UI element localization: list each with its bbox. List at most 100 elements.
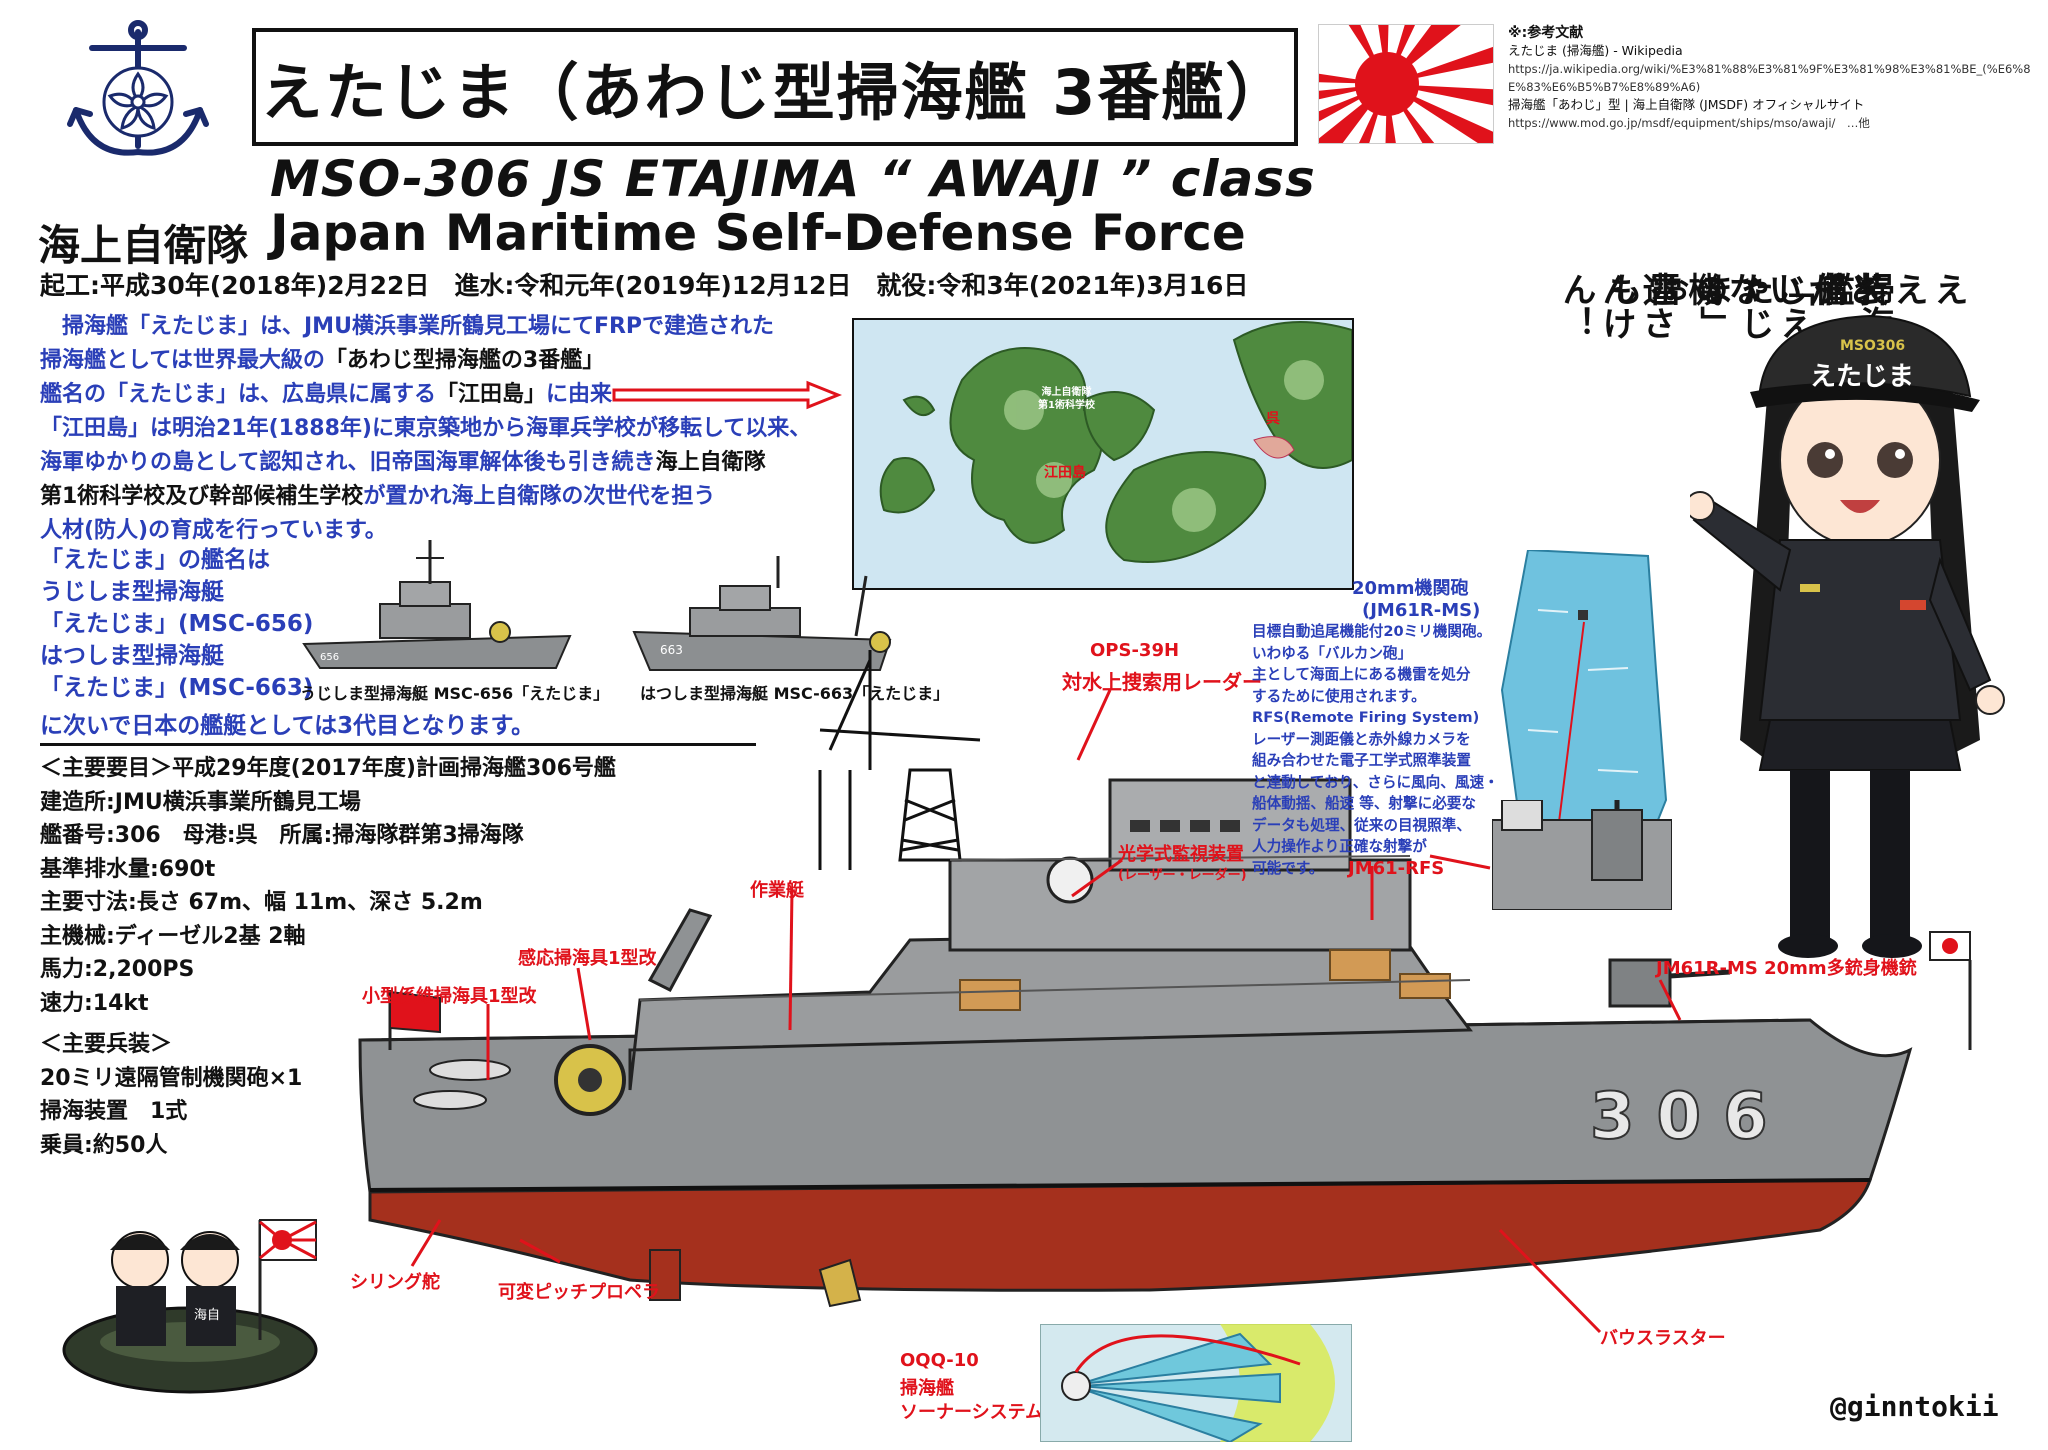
references-heading: ※:参考文献 (1508, 25, 1584, 41)
weapons-heading: ＜主要兵装＞ (40, 1032, 173, 1057)
callout-optical-sub: (レーザー・レーダー) (1118, 868, 1247, 883)
intro-line: 海軍ゆかりの島として認知され、旧帝国海軍解体後も引き続き (40, 450, 656, 475)
intro-line: 艦名の「えたじま」は、広島県に属する (40, 382, 437, 407)
map-label-kure: 呉 (1266, 411, 1280, 427)
subtitle: MSO-306 JS ETAJIMA “ AWAJI ” class (270, 150, 1316, 208)
pred-line: うじしま型掃海艇 (40, 579, 224, 605)
ship-msc663-illustration: 663 (630, 556, 930, 674)
arrow-right-icon (612, 380, 843, 414)
predecessors: 「えたじま」の艦名は うじしま型掃海艇 「えたじま」(MSC-656) はつしま… (40, 544, 313, 704)
anchor-emblem-icon (62, 18, 214, 168)
speech-line: 「えたじま」 (1694, 272, 1814, 340)
callout-propeller: 可変ピッチプロペラ (498, 1282, 660, 1303)
ship-msc663-caption: はつしま型掃海艇 MSC-663「えたじま」 (640, 684, 950, 703)
intro-line: 掃海艦「えたじま」は、JMU横浜事業所鶴見工場にてFRPで建造された (40, 314, 775, 339)
callout-rudder: シリング舵 (350, 1272, 440, 1293)
gun-note-title: 20mm機関砲 (1352, 578, 1469, 599)
pred-line: 「えたじま」の艦名は (40, 547, 270, 573)
spec-speed: 速力:14kt (40, 990, 149, 1016)
pred-line: に次いで日本の艦艇としては3代目となります。 (40, 713, 535, 739)
references: ※:参考文献 えたじま (掃海艦) - Wikipedia https://ja… (1508, 24, 2038, 132)
intro-line: に由来 (546, 382, 613, 407)
weapon-crew: 乗員:約50人 (40, 1132, 168, 1158)
cap-name: えたじま (1810, 362, 1915, 392)
gun-note-line: 可能です。 (1252, 859, 1324, 877)
gun-note-line: 主として海面上にある機雷を処分 (1252, 666, 1471, 683)
gun-mount-closeup (1491, 780, 1673, 911)
gun-note-line: するために使用されます。 (1252, 687, 1426, 705)
gun-note-line: と連動しており、さらに風向、風速・ (1252, 773, 1499, 791)
callout-workboat: 作業艇 (750, 880, 804, 901)
reference-2-url[interactable]: https://www.mod.go.jp/msdf/equipment/shi… (1508, 116, 1870, 130)
speech-col-4: 逃さんけん！ (1556, 272, 1676, 340)
callout-sonar-type: 掃海艦 (900, 1378, 954, 1399)
spec-builder: 建造所:JMU横浜事業所鶴見工場 (40, 789, 361, 815)
pred-line: はつしま型掃海艇 (40, 643, 224, 669)
divider (40, 743, 756, 746)
spec-hull: 艦番号:306 母港:呉 所属:掃海隊群第3掃海隊 (40, 823, 524, 848)
gun-note-line: 目標自動追尾機能付20ミリ機関砲。 (1252, 623, 1492, 640)
speech-col-3: どがいな機雷も (1602, 272, 1882, 306)
gun-note-line: 人力操作より正確な射撃が (1252, 838, 1427, 855)
map-label-etajima: 江田島 (1044, 465, 1086, 481)
spec-engine: 主機械:ディーゼル2基 2軸 (40, 923, 306, 949)
sonar-illustration (1039, 1323, 1353, 1444)
spec-power: 馬力:2,200PS (40, 957, 195, 982)
intro-line: 掃海艦としては世界最大級の (40, 348, 325, 373)
cap-text: MSO306 (1840, 338, 1906, 354)
callout-radar-model: OPS-39H (1090, 640, 1180, 661)
speech-col-2: ええ装備じゃのぉ (1648, 272, 1968, 306)
gun-note-line: 船体動揺、船速 等、射撃に必要な (1252, 795, 1476, 812)
artist-credit: @ginntokii (1830, 1390, 1999, 1423)
intro-line: が置かれ海上自衛隊の次世代を担う (363, 484, 716, 509)
force-name-en: Japan Maritime Self-Defense Force (270, 204, 1246, 262)
ship-hull-number: 656 (320, 652, 339, 663)
ship-hull-number: 663 (660, 643, 683, 657)
ship-msc656-illustration: 656 (300, 540, 580, 672)
service-dates: 起工:平成30年(2018年)2月22日 進水:令和元年(2019年)12月12… (40, 271, 1249, 300)
gun-note-line: 組み合わせた電子工学式照準装置 (1252, 752, 1471, 769)
reference-1-title: えたじま (掃海艦) - Wikipedia (1508, 43, 1683, 58)
force-name-jp: 海上自衛隊 (38, 221, 249, 270)
callout-influence-sweep: 感応掃海具1型改 (518, 948, 657, 969)
spec-dimensions: 主要寸法:長さ 67m、幅 11m、深さ 5.2m (40, 890, 483, 915)
callout-moored-sweep: 小型係維掃海具1型改 (362, 986, 537, 1007)
reference-2-title: 掃海艦「あわじ」型 | 海上自衛隊 (JMSDF) オフィシャルサイト (1508, 97, 1865, 112)
callout-thruster: バウスラスター (1600, 1328, 1726, 1349)
weapon-gun: 20ミリ遠隔管制機関砲×1 (40, 1065, 303, 1091)
ship-msc656-caption: うじしま型掃海艇 MSC-656「えたじま」 (300, 684, 610, 703)
spec-displacement: 基準排水量:690t (40, 856, 216, 882)
map-label-school: 海上自衛隊 第1術科学校 (1038, 387, 1095, 411)
pred-line: 「えたじま」(MSC-656) (40, 611, 314, 637)
character-illustration: MSO306 えたじま (1685, 300, 2030, 960)
specs-heading: ＜主要要目＞平成29年度(2017年度)計画掃海艦306号艦 (40, 756, 616, 781)
callout-gun: JM61R-MS 20mm多銃身機銃 (1656, 958, 1917, 979)
callout-sonar-model: OQQ-10 (900, 1350, 979, 1371)
intro-emphasis: 第1術科学校及び幹部候補生学校 (40, 484, 364, 509)
intro-emphasis: 海上自衛隊 (655, 450, 766, 475)
intro-text: 掃海艦「えたじま」は、JMU横浜事業所鶴見工場にてFRPで建造された 掃海艦とし… (40, 310, 830, 548)
map-etajima: 海上自衛隊 第1術科学校 江田島 呉 (852, 318, 1354, 590)
callout-sonar-system: ソーナーシステム (900, 1402, 1044, 1423)
rising-sun-flag-icon (1318, 24, 1494, 144)
page-title: えたじま（あわじ型掃海艦 3番艦） (260, 56, 1290, 129)
gun-note-line: RFS(Remote Firing System) (1252, 709, 1480, 726)
specs: ＜主要要目＞平成29年度(2017年度)計画掃海艦306号艦 建造所:JMU横浜… (40, 752, 616, 1020)
gun-note-line: レーザー測距儀と赤外線カメラを (1252, 730, 1471, 748)
callout-radar-desc: 対水上捜索用レーダー (1062, 670, 1262, 694)
pred-line: 「えたじま」(MSC-663) (40, 675, 314, 701)
gun-note-line: いわゆる「バルカン砲」 (1252, 644, 1413, 662)
gun-note-line: データも処理、従来の目視照準、 (1252, 816, 1471, 834)
intro-line: 人材(防人)の育成を行っています。 (40, 518, 387, 543)
intro-line: 「江田島」は明治21年(1888年)に東京築地から海軍兵学校が移転して以来、 (40, 416, 812, 441)
callout-optical: 光学式監視装置 (1118, 844, 1244, 865)
gun-note: 20mm機関砲 (JM61R-MS) 目標自動追尾機能付20ミリ機関砲。 いわゆ… (1252, 578, 1542, 879)
title-box: えたじま（あわじ型掃海艦 3番艦） (252, 28, 1298, 146)
intro-emphasis: 「江田島」 (436, 382, 547, 407)
weapons: ＜主要兵装＞ 20ミリ遠隔管制機関砲×1 掃海装置 1式 乗員:約50人 (40, 1028, 302, 1162)
weapon-sweep: 掃海装置 1式 (40, 1099, 188, 1124)
callout-rfs: JM61-RFS (1348, 858, 1445, 879)
reference-1-url[interactable]: https://ja.wikipedia.org/wiki/%E3%81%88%… (1508, 62, 2031, 94)
boat-label: 海自 (194, 1308, 221, 1323)
gun-note-title: (JM61R-MS) (1362, 599, 1481, 621)
